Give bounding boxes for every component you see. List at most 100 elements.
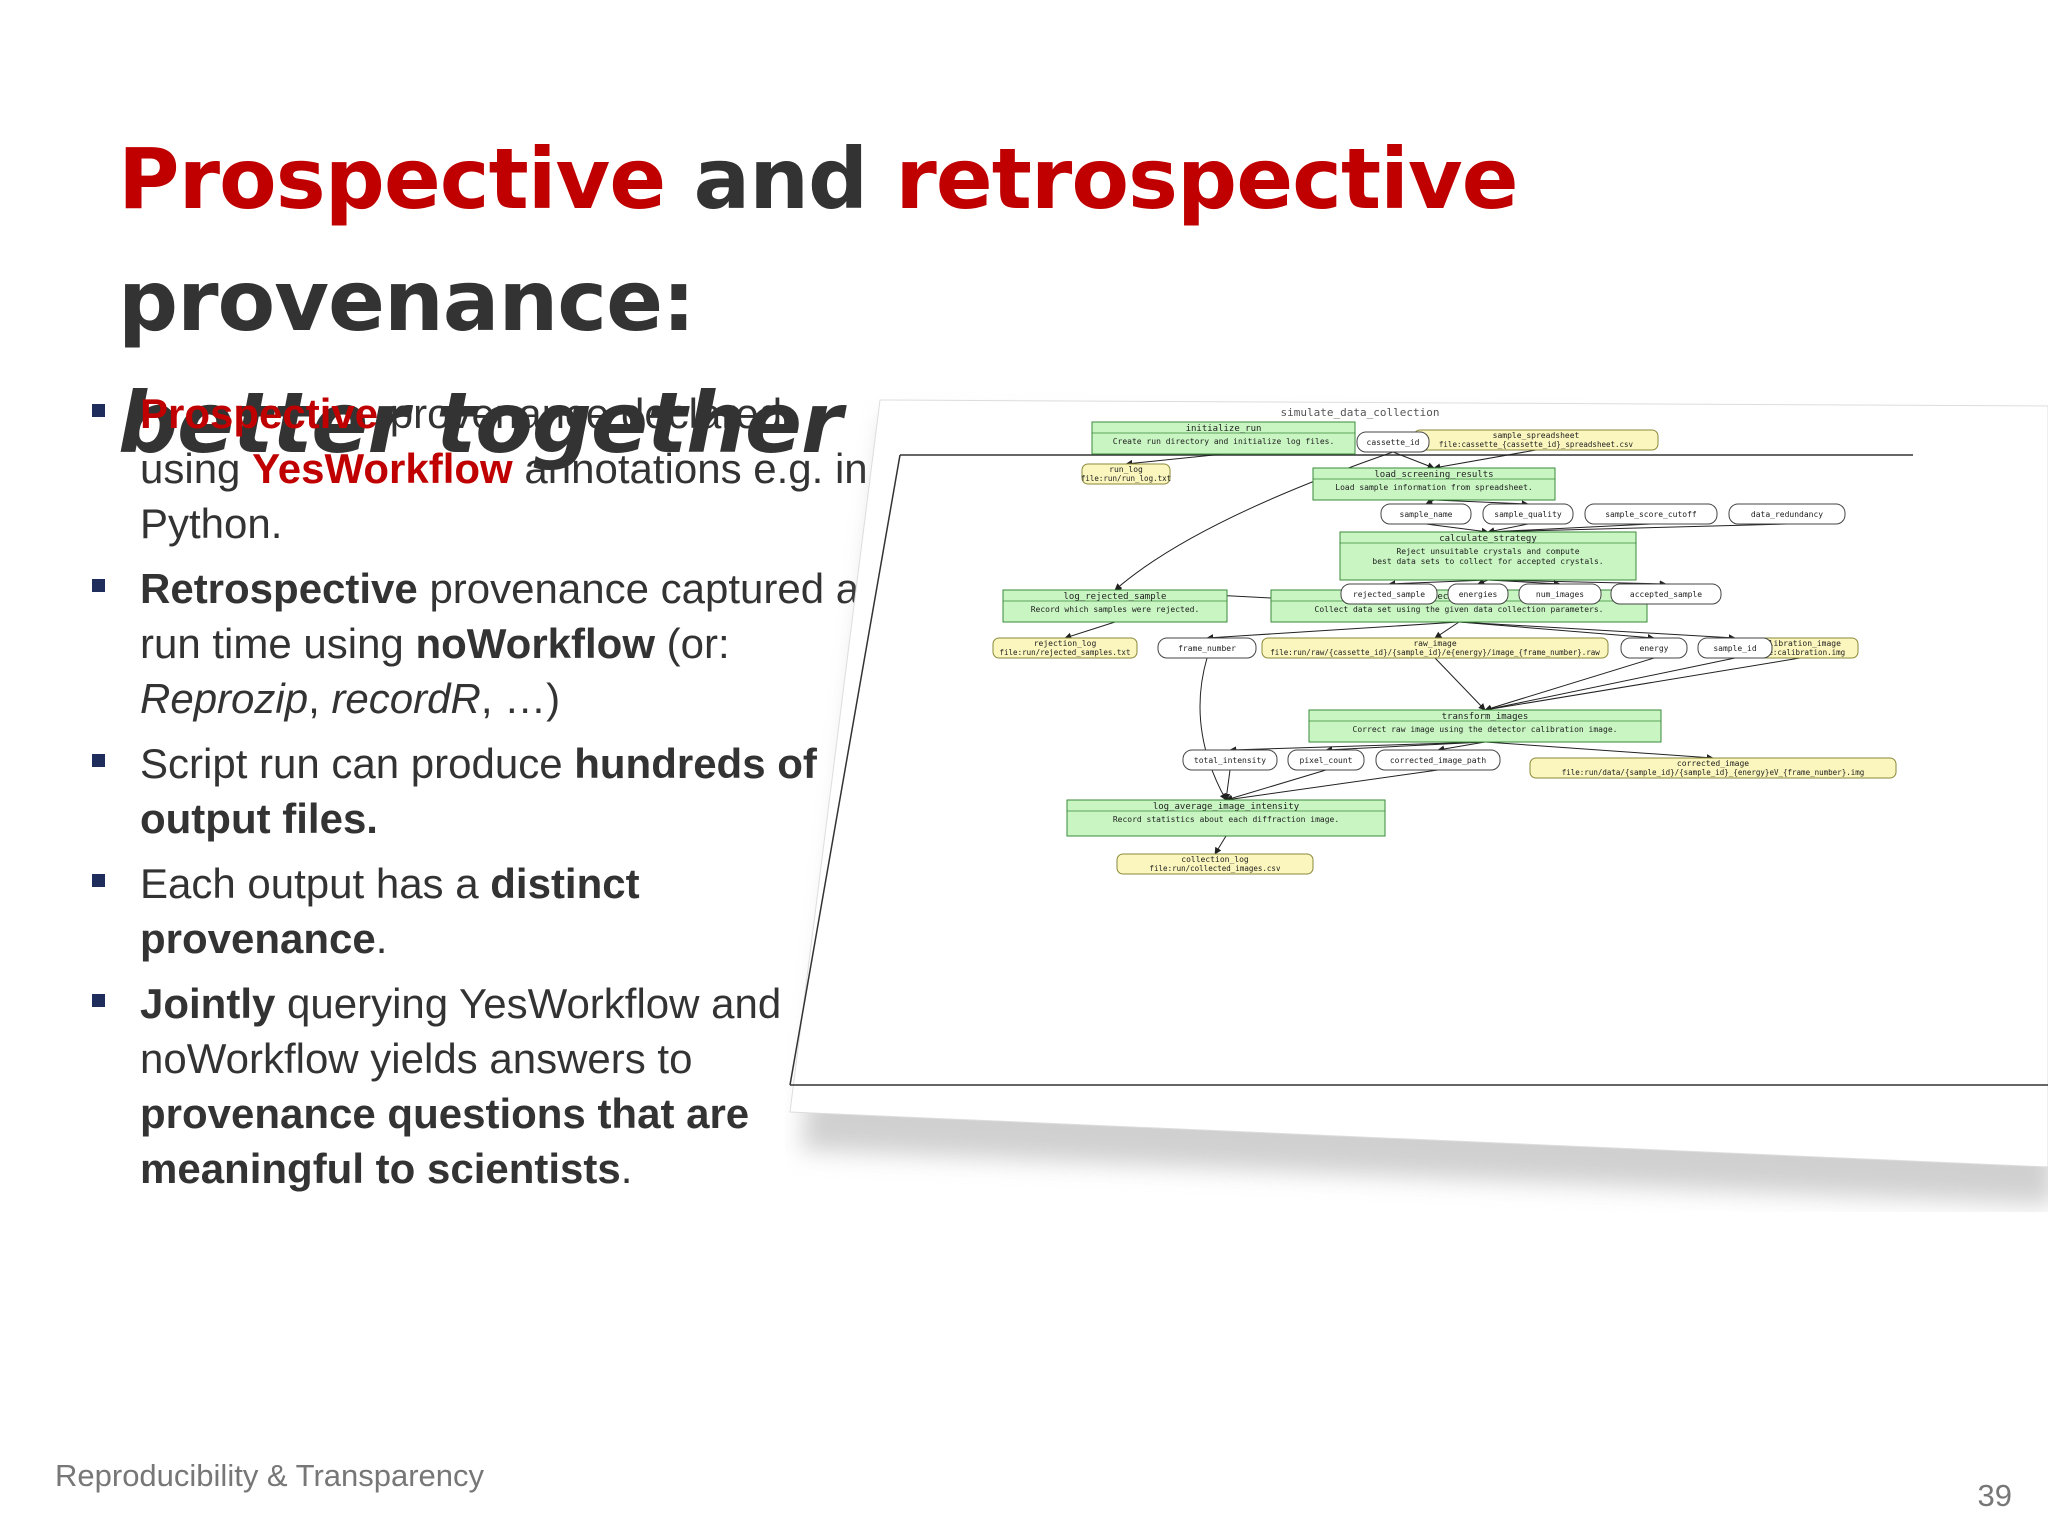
flow-edge	[1458, 621, 1736, 642]
process-desc: Create run directory and initialize log …	[1113, 437, 1335, 446]
data-box	[1375, 749, 1501, 771]
bullet-square-icon	[92, 579, 105, 592]
process-name: initialize_run	[1186, 424, 1262, 434]
data-label: sample_name	[1400, 510, 1453, 519]
process-desc: Correct raw image using the detector cal…	[1353, 725, 1618, 734]
bullet-square-icon	[92, 404, 105, 417]
bullet-item: Jointly querying YesWorkflow and noWorkf…	[92, 976, 882, 1196]
process-desc: Collect data set using the given data co…	[1315, 605, 1604, 614]
data-label: sample_quality	[1494, 510, 1562, 519]
file-node: sample_spreadsheetfile:cassette_{cassett…	[1413, 429, 1659, 451]
data-box	[1182, 749, 1278, 771]
bullet-text-run: (or:	[655, 620, 730, 667]
process-desc: Record which samples were rejected.	[1031, 605, 1200, 614]
file-name: raw_image	[1413, 639, 1457, 648]
flow-edge	[1225, 769, 1327, 802]
file-node: collection_logfile:run/collected_images.…	[1116, 853, 1314, 875]
bullet-text-run: , …)	[480, 675, 561, 722]
bullet-square-icon	[92, 874, 105, 887]
bullet-text-run: noWorkflow	[415, 620, 655, 667]
file-name: run_log	[1109, 465, 1143, 474]
data-box	[1157, 637, 1257, 659]
data-box	[1380, 503, 1472, 525]
page-number: 39	[1977, 1478, 2012, 1513]
data-node: total_intensity	[1182, 749, 1278, 771]
data-label: data_redundancy	[1751, 510, 1823, 519]
file-name: sample_spreadsheet	[1493, 431, 1580, 440]
flow-edge	[1225, 769, 1439, 803]
bullet-text-run: hundreds of output files.	[140, 740, 817, 842]
data-node: energy	[1620, 637, 1688, 659]
file-path: file:run/rejected_samples.txt	[1000, 648, 1131, 657]
bullet-text-run: recordR	[331, 675, 481, 722]
data-node: frame_number	[1157, 637, 1257, 659]
flow-edge	[1434, 657, 1486, 711]
file-box	[1081, 463, 1171, 485]
flow-edge	[1325, 741, 1486, 754]
bullet-item: Retrospective provenance captured at run…	[92, 561, 882, 726]
file-path: file:run/data/{sample_id}/{sample_id}_{e…	[1562, 768, 1865, 777]
data-box	[1340, 583, 1438, 605]
bullet-text-run: ,	[308, 675, 332, 722]
data-box	[1728, 503, 1846, 525]
flow-edge	[1437, 741, 1486, 753]
process-desc: Reject unsuitable crystals and compute	[1396, 547, 1579, 556]
process-box	[1308, 709, 1662, 743]
bullet-text-run: .	[620, 1145, 633, 1192]
flow-edge	[1433, 449, 1537, 471]
bullet-square-icon	[92, 994, 105, 1007]
data-node: data_redundancy	[1728, 503, 1846, 525]
data-node: energies	[1447, 583, 1509, 605]
process-name: calculate_strategy	[1439, 534, 1537, 544]
data-label: num_images	[1536, 590, 1584, 599]
process-desc: best data sets to collect for accepted c…	[1372, 557, 1603, 566]
title-retrospective: retrospective	[895, 130, 1518, 228]
bullet-text-run: provenance declared using	[140, 390, 783, 492]
bullet-text-run: Each output has a	[140, 860, 491, 907]
data-box	[1482, 503, 1574, 525]
flow-edge	[1434, 621, 1460, 639]
flow-edge	[1484, 741, 1714, 762]
data-label: corrected_image_path	[1390, 756, 1487, 765]
bullet-text-run: provenance captured at run time using	[140, 565, 871, 667]
bullet-text-run: Script run can produce	[140, 740, 575, 787]
process-desc: Load sample information from spreadsheet…	[1335, 483, 1532, 492]
bullet-text-run: Reprozip	[140, 675, 309, 722]
flow-edge	[1206, 621, 1460, 642]
file-box	[1261, 637, 1609, 659]
bullet-text-run: Retrospective	[140, 565, 418, 612]
file-box	[1116, 853, 1314, 875]
data-box	[1447, 583, 1509, 605]
file-node: corrected_imagefile:run/data/{sample_id}…	[1529, 757, 1897, 779]
data-box	[1584, 503, 1718, 525]
data-node: num_images	[1518, 583, 1602, 605]
flow-edge	[1125, 453, 1224, 467]
data-label: sample_id	[1713, 644, 1757, 653]
file-path: file:cassette_{cassette_id}_spreadsheet.…	[1439, 440, 1634, 449]
title-and: and	[665, 130, 896, 228]
title-prospective: Prospective	[118, 130, 666, 228]
flow-edge	[1458, 621, 1655, 641]
process-box	[1066, 799, 1386, 837]
data-box	[1620, 637, 1688, 659]
bullet-item: Prospective provenance declared using Ye…	[92, 386, 882, 551]
data-label: frame_number	[1178, 644, 1236, 653]
data-label: sample_score_cutoff	[1605, 510, 1697, 519]
flow-edge	[1392, 451, 1435, 469]
flow-edge	[1487, 523, 1788, 536]
file-node: raw_imagefile:run/raw/{cassette_id}/{sam…	[1261, 637, 1609, 659]
bullet-text-run: distinct provenance	[140, 860, 640, 962]
flow-edge	[1229, 741, 1486, 754]
data-node: corrected_image_path	[1375, 749, 1501, 771]
data-label: cassette_id	[1367, 438, 1420, 447]
bullet-text-run: provenance questions that are meaningful…	[140, 1090, 750, 1192]
data-node: sample_id	[1697, 637, 1773, 659]
file-box	[1529, 757, 1897, 779]
data-box	[1287, 749, 1365, 771]
